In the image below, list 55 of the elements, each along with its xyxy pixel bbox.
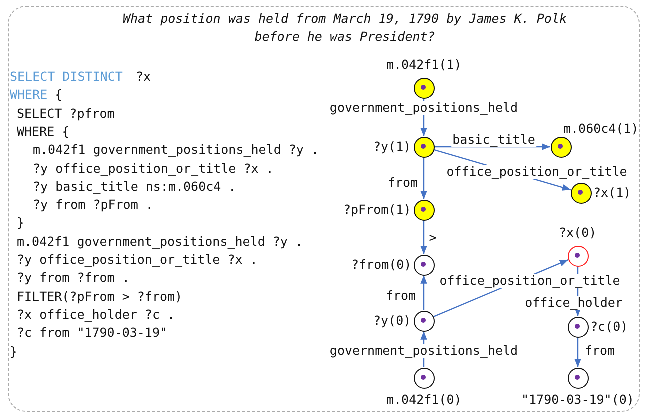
sparql-code-line: } xyxy=(10,342,18,360)
node-label: ?pFrom(1) xyxy=(344,202,412,217)
edge-label: basic_title xyxy=(452,133,536,147)
node-label: m.042f1(0) xyxy=(386,392,462,407)
node-circle xyxy=(568,246,588,266)
edge-label: from xyxy=(386,176,420,190)
node-label: m.042f1(1) xyxy=(386,57,462,72)
sparql-code-line: ?x office_holder ?c . xyxy=(17,306,176,324)
node-circle xyxy=(414,254,434,276)
sparql-keyword: SELECT DISTINCT xyxy=(10,68,123,86)
sparql-code-line: ?y from ?pFrom . xyxy=(33,196,154,214)
node-circle xyxy=(414,136,434,158)
node-label: ?from(0) xyxy=(352,257,412,272)
edge-label: government_positions_held xyxy=(328,344,520,358)
node-circle xyxy=(414,368,434,388)
arrow xyxy=(420,276,428,310)
node-circle xyxy=(568,368,588,388)
node-label: "1790-03-19"(0) xyxy=(522,392,634,407)
node-circle xyxy=(414,310,434,332)
sparql-code-line: m.042f1 government_positions_held ?y . xyxy=(17,232,303,251)
arrow xyxy=(574,338,582,368)
edge-label: from xyxy=(384,289,418,303)
sparql-code-line: ?y office_position_or_title ?x . xyxy=(33,160,274,178)
edge-label: office_position_or_title xyxy=(446,165,628,179)
edge-label: government_positions_held xyxy=(328,101,520,115)
node-label: ?x(0) xyxy=(559,225,597,240)
question-title: What position was held from March 19, 1790 by James K. Polk before he was President? xyxy=(122,10,568,46)
node-circle xyxy=(550,136,572,158)
sparql-code-line: WHERE { xyxy=(17,122,70,141)
sparql-code-line: FILTER(?pFrom > ?from) xyxy=(17,288,183,306)
node-circle xyxy=(414,78,434,98)
node-circle xyxy=(570,182,592,204)
node-label: ?c(0) xyxy=(590,319,628,334)
sparql-code-line: ?y from ?from . xyxy=(17,269,130,288)
arrow xyxy=(420,220,428,254)
arrow xyxy=(420,158,428,200)
sparql-keyword: WHERE xyxy=(10,86,48,104)
sparql-code-line: SELECT ?pfrom xyxy=(17,104,115,123)
sparql-code-line: m.042f1 government_positions_held ?y . xyxy=(33,141,319,160)
edge-label: office_holder xyxy=(524,296,624,310)
node-label: m.060c4(1) xyxy=(564,121,639,136)
sparql-code-line: ?y basic_title ns:m.060c4 . xyxy=(33,178,236,196)
node-circle xyxy=(568,316,588,338)
sparql-code-line: ?x xyxy=(136,68,152,86)
node-label: ?x(1) xyxy=(594,185,632,200)
edge-label: from xyxy=(584,344,616,358)
edge-label: office_position_or_title xyxy=(438,274,622,288)
sparql-code-line: { xyxy=(55,86,63,104)
sparql-code-line: } xyxy=(17,214,25,232)
node-label: ?y(0) xyxy=(374,313,412,328)
sparql-code-line: ?c from "1790-03-19" xyxy=(17,324,168,342)
node-circle xyxy=(414,200,434,220)
sparql-code-line: ?y office_position_or_title ?x . xyxy=(17,251,258,269)
node-label: ?y(1) xyxy=(374,139,412,154)
arrow xyxy=(434,144,550,150)
